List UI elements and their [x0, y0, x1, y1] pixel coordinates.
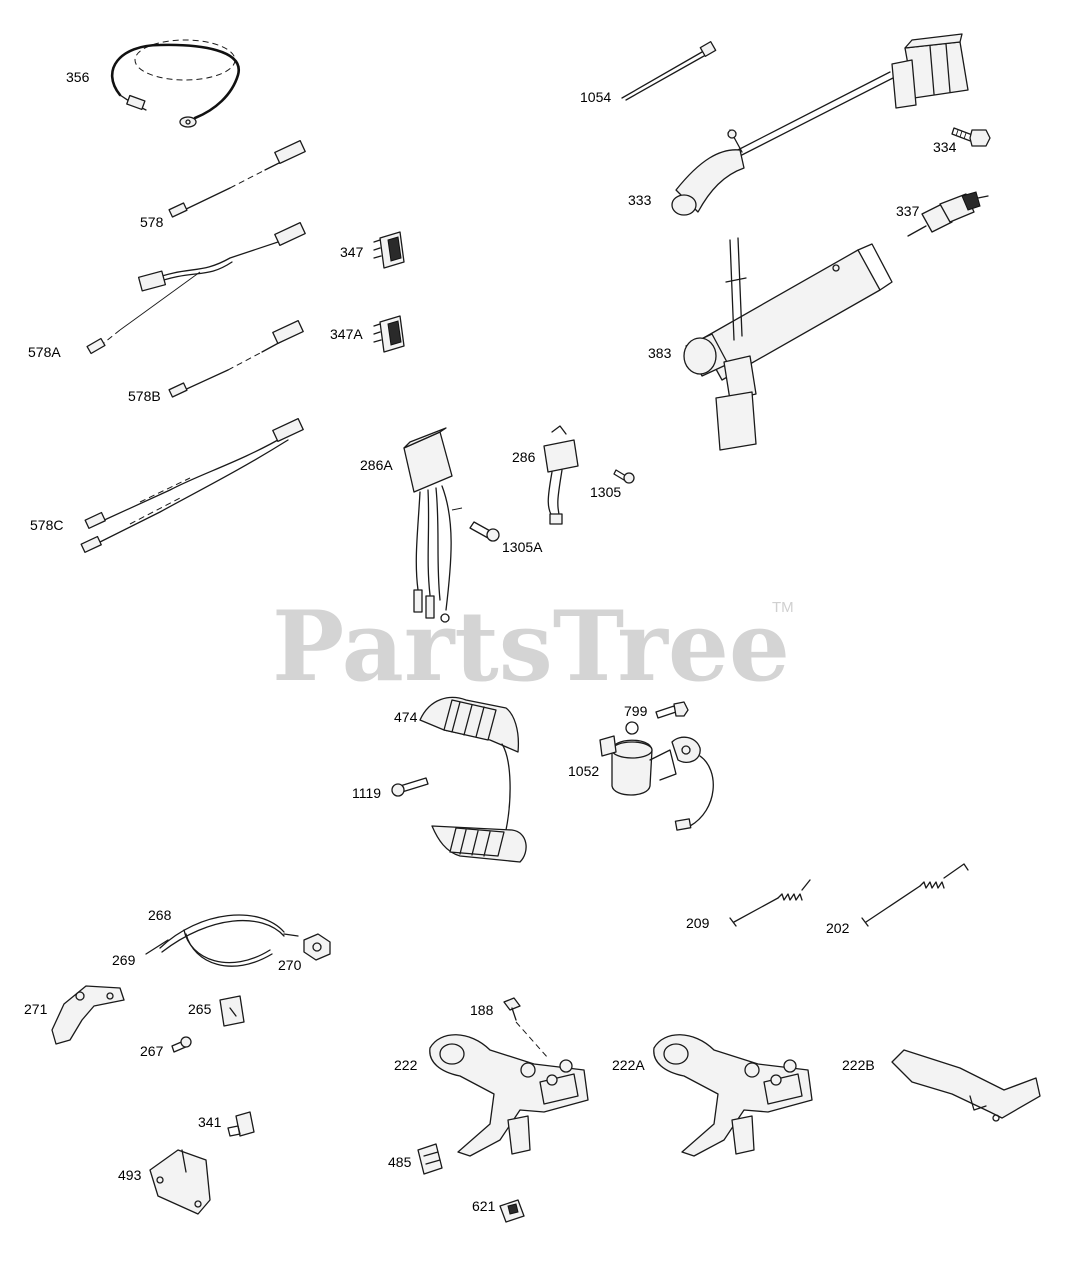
label-269: 269 [112, 952, 136, 968]
label-265: 265 [188, 1001, 212, 1017]
part-270-nut[interactable] [303, 933, 331, 961]
watermark: PartsTree TM [272, 590, 794, 703]
part-799-screw[interactable] [655, 701, 689, 719]
label-383: 383 [648, 345, 672, 361]
label-347a: 347A [330, 326, 363, 342]
part-188-screw[interactable] [503, 997, 549, 1059]
part-286-rectifier[interactable] [543, 425, 579, 525]
label-267: 267 [140, 1043, 164, 1059]
part-341-fitting[interactable] [227, 1111, 255, 1137]
part-383-wrench[interactable] [683, 237, 893, 451]
label-268: 268 [148, 907, 172, 923]
label-347: 347 [340, 244, 364, 260]
label-270: 270 [278, 957, 302, 973]
label-578b: 578B [128, 388, 161, 404]
part-268-throttle-cable[interactable] [145, 914, 299, 967]
label-621: 621 [472, 1198, 496, 1214]
label-341: 341 [198, 1114, 222, 1130]
label-485: 485 [388, 1154, 412, 1170]
part-333-ignition-coil[interactable] [671, 33, 969, 216]
label-286a: 286A [360, 457, 393, 473]
label-1052: 1052 [568, 763, 599, 779]
part-347a-switch[interactable] [373, 315, 405, 353]
part-356-cable[interactable] [110, 39, 240, 128]
part-267-screw[interactable] [171, 1036, 192, 1053]
label-578: 578 [140, 214, 164, 230]
label-333: 333 [628, 192, 652, 208]
part-493-bracket[interactable] [149, 1149, 211, 1215]
part-578c-wire-harness[interactable] [80, 417, 304, 553]
part-209-spring[interactable] [729, 879, 811, 927]
label-578c: 578C [30, 517, 63, 533]
part-1305a-screw[interactable] [469, 521, 500, 542]
label-1119: 1119 [352, 785, 381, 801]
label-799: 799 [624, 703, 648, 719]
label-337: 337 [896, 203, 920, 219]
label-271: 271 [24, 1001, 48, 1017]
label-1054: 1054 [580, 89, 611, 105]
part-1305-screw[interactable] [613, 469, 635, 484]
part-202-governor-link[interactable] [861, 863, 969, 927]
part-222a-control-bracket[interactable] [653, 1034, 813, 1157]
label-222b: 222B [842, 1057, 875, 1073]
part-1054-cable-tie[interactable] [621, 41, 717, 101]
part-1119-screw[interactable] [391, 777, 429, 797]
label-493: 493 [118, 1167, 142, 1183]
part-222-control-bracket[interactable] [429, 1034, 589, 1157]
part-265-clip[interactable] [219, 995, 245, 1027]
part-578a-wire-harness[interactable] [86, 221, 306, 355]
part-222b-bracket[interactable] [891, 1049, 1041, 1122]
part-474-armature[interactable] [419, 696, 527, 863]
label-188: 188 [470, 1002, 494, 1018]
part-578b-wire[interactable] [168, 319, 304, 398]
part-334-bolt[interactable] [951, 127, 991, 147]
part-286a-module[interactable] [403, 427, 463, 623]
label-578a: 578A [28, 344, 61, 360]
part-621-clip[interactable] [499, 1199, 525, 1223]
label-222a: 222A [612, 1057, 645, 1073]
part-1052-solenoid[interactable] [599, 721, 714, 831]
label-356: 356 [66, 69, 90, 85]
label-202: 202 [826, 920, 850, 936]
label-1305: 1305 [590, 484, 621, 500]
watermark-trademark: TM [772, 599, 794, 616]
part-485-clip[interactable] [417, 1143, 443, 1175]
label-474: 474 [394, 709, 418, 725]
label-209: 209 [686, 915, 710, 931]
watermark-text: PartsTree [272, 590, 790, 703]
part-271-bracket[interactable] [51, 985, 125, 1045]
label-222: 222 [394, 1057, 418, 1073]
label-286: 286 [512, 449, 536, 465]
part-337-spark-plug[interactable] [907, 191, 989, 237]
label-1305a: 1305A [502, 539, 543, 555]
part-347-switch[interactable] [373, 231, 405, 269]
part-578-wire[interactable] [168, 139, 306, 218]
label-334: 334 [933, 139, 957, 155]
